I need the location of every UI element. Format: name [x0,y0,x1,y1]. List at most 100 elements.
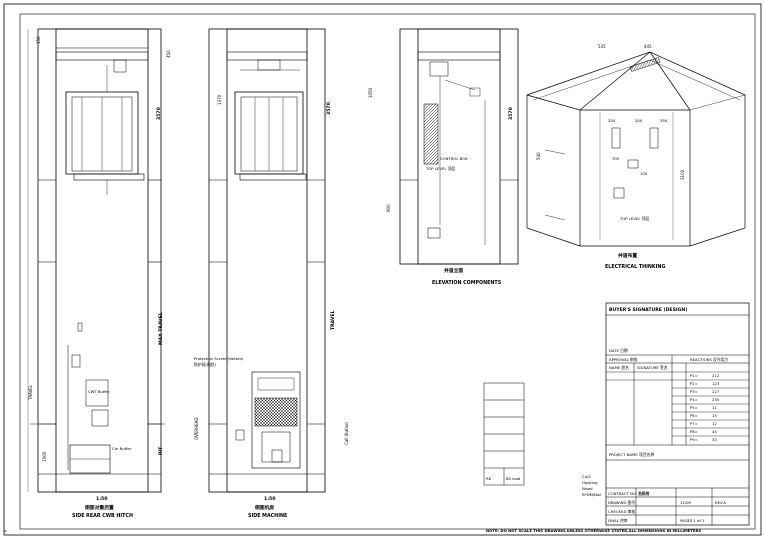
footer-note: NOTE: DO NOT SCALE THIS DRAWING,UNLESS O… [486,528,701,533]
view-side-machine [208,28,326,493]
tb-project-name: PROJECT NAME 项目名称 [609,452,654,457]
mid-table [483,382,525,486]
mid-table-c1: RK [486,476,492,481]
reaction-label: P2= [690,381,698,386]
reaction-label: P6= [690,413,698,418]
reaction-label: P1= [690,373,698,378]
reaction-value: 235 [712,397,720,402]
dim-150: 150 [36,36,41,44]
reaction-label: P7= [690,421,698,426]
label-travel: TRAVEL [330,310,336,330]
tb-reactions-header: REACTIONS 反作用力 [690,357,728,362]
caption-side-rear: SIDE REAR CWB HITCH [72,513,133,519]
tb-col-name: NAME 姓名 [609,365,629,370]
label-control-box: CONTROL BOX [440,156,468,161]
caption-elevation: ELEVATION COMPONENTS [432,280,502,286]
title-block [605,302,750,526]
label-travel-side: TRAVEL [28,384,33,401]
roof-beam [629,57,661,72]
dim-3100: 3100 [680,169,685,180]
note-1: Cut2 [582,474,592,479]
tb-col-sign: SIGNATURE 签名 [637,365,668,370]
dim-900: 900 [386,204,391,212]
tb-date-label: DATE 日期 [609,348,628,353]
reaction-value: 44 [712,429,717,434]
reaction-value: 212 [712,373,720,378]
note-3: Wood [582,486,593,491]
dim-700: 700 [612,156,620,161]
label-max-travel: MAX TRAVEL [158,312,164,345]
cn-protection: 防护网(网状) [194,362,216,367]
dim-250-a: 250 [608,118,616,123]
reaction-label: P8= [690,429,698,434]
view-elevation [399,28,519,265]
reaction-value: 33 [712,437,717,442]
tb-pages: PAGES 1 of 1 [680,518,705,523]
cn-elevation: 井道立面 [444,267,463,274]
reaction-label: P9= [690,437,698,442]
tb-header: BUYER'S SIGNATURE (DESIGN) [609,307,687,313]
tb-contract: CONTRACT NO. 合同号 [608,491,650,496]
tb-rev: REV.A [715,500,726,505]
protection-screen [254,397,298,427]
label-pit: PIT [158,446,164,455]
note-2: Hoisting [582,480,598,485]
dim-100: 100 [640,171,648,176]
dim-1500-left: 1500 [42,451,47,462]
view-side-machine-labels: Protection Screen(Netted) 防护网(网状) 1370 3… [194,94,349,519]
cn-electrical: 井道布置 [618,252,637,259]
tag-side-rear: 1:50 [96,496,107,502]
cn-side-machine: 侧面机房 [255,504,274,511]
reaction-label: P5= [690,405,698,410]
caption-side-machine: SIDE MACHINE [248,513,287,519]
dim-1050: 1050 [368,87,373,98]
tb-final: FINAL 终审 [608,518,628,523]
reaction-value: 227 [712,389,720,394]
tb-approval: APPROVAL 审批 [609,357,638,362]
reaction-label: P4= [690,397,698,402]
dim-3570-b: 3570 [326,102,332,115]
label-overhead: OVERHEAD [194,418,199,440]
label-protection: Protection Screen(Netted) [194,356,244,361]
label-top-level-elev: TOP LEVEL 顶层 [425,166,455,171]
dim-450: 450 [166,50,171,58]
inner-frame [19,13,756,530]
outer-frame [3,3,762,536]
dim-350: 350 [660,118,668,123]
mid-table-c2: B0 load [506,476,521,481]
label-cwt-buffer: CWT Buffer [88,389,110,394]
view-side-rear-labels: 150 450 3570 MAX TRAVEL PIT TRAVEL 1500 … [28,36,171,519]
title-block-text: BUYER'S SIGNATURE (DESIGN) DATE 日期 APPRO… [608,307,728,523]
dim-3570: 3570 [156,107,162,120]
view-elevation-labels: 1050 3570 CONTROL BOX TOP LEVEL 顶层 900 井… [368,87,514,286]
reaction-value: 123 [712,381,720,386]
tb-drawing-no: DRAWING 图号 [608,500,635,505]
dim-3570-c: 3570 [508,107,514,120]
reaction-value: 12 [712,421,717,426]
dim-445: 445 [644,44,652,49]
view-electrical [526,51,746,247]
tb-checked: CHECKED 审核 [608,509,635,514]
label-call-station: Call Station [344,422,349,445]
tb-date-short: 12/09 [680,500,692,505]
tag-side-machine: 1:50 [264,496,275,502]
dim-535: 535 [598,44,606,49]
corner-mark: × [4,528,7,533]
reaction-grid [606,371,749,437]
caption-electrical: ELECTRICAL THINKING [605,264,665,270]
counterweight [423,103,439,165]
view-side-rear [27,28,165,493]
note-4: EPDM/Nail [582,492,601,497]
dim-200-a: 200 [635,118,643,123]
label-car-buffer: Car Buffer [112,446,132,451]
dim-540: 540 [536,152,541,160]
tb-cn-type: 无机房 [638,491,650,496]
reaction-value: 11 [712,405,717,410]
reaction-label: P3= [690,389,698,394]
dim-1370: 1370 [217,94,222,105]
reaction-value: 15 [712,413,717,418]
label-top-level: TOP LEVEL 顶层 [619,216,649,221]
